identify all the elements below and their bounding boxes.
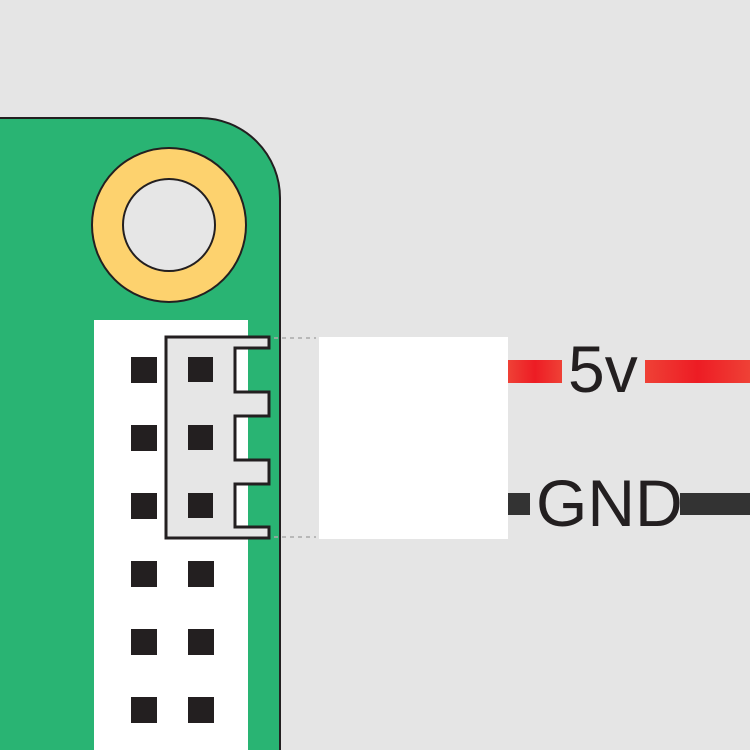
connector-plug [319, 337, 508, 539]
wire-gnd-right [680, 493, 750, 515]
mounting-hole [122, 178, 216, 272]
wire-5v-left [508, 360, 562, 383]
connector-pin [188, 493, 213, 518]
header-pin [131, 561, 157, 587]
header-pin [188, 697, 214, 723]
header-pin [131, 697, 157, 723]
connector-pins [188, 357, 213, 518]
wire-5v-right [645, 360, 750, 383]
wire-gnd-left [508, 493, 530, 515]
connector-housing [164, 335, 271, 540]
connector-pin [188, 357, 213, 382]
header-pin [131, 357, 157, 383]
header-pin [131, 425, 157, 451]
header-pin [188, 629, 214, 655]
connector-pin [188, 425, 213, 450]
header-pin [131, 493, 157, 519]
label-5v: 5v [568, 332, 638, 406]
header-pin [188, 561, 214, 587]
label-gnd: GND [536, 466, 683, 540]
header-pin [131, 629, 157, 655]
